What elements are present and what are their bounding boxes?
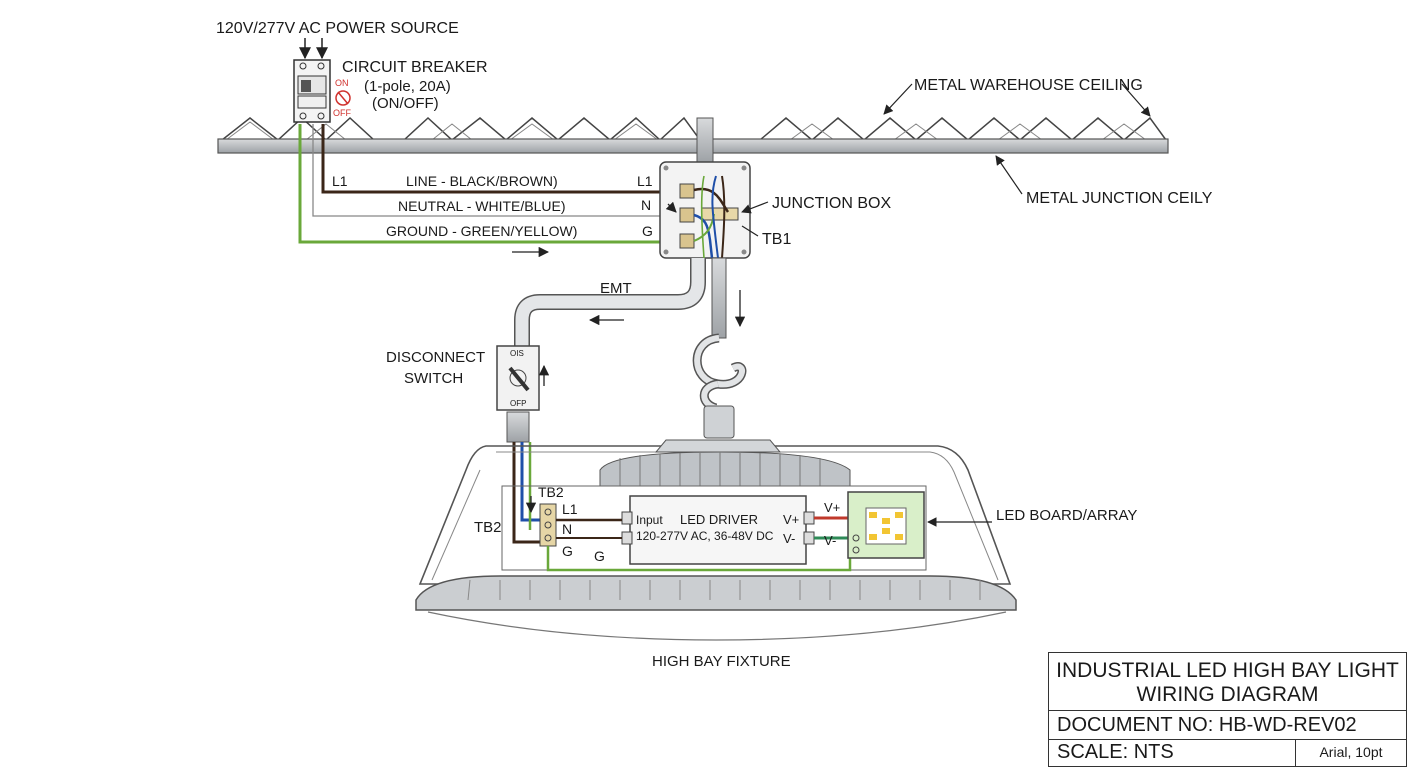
breaker-on-label: ON (335, 78, 349, 88)
line-wire-label: LINE - BLACK/BROWN) (406, 173, 558, 189)
driver-title: LED DRIVER (680, 512, 758, 527)
title-block: INDUSTRIAL LED HIGH BAY LIGHT WIRING DIA… (1048, 652, 1407, 767)
disconnect-label-1: DISCONNECT (386, 349, 485, 366)
led-board[interactable] (847, 491, 925, 559)
drawing-title-line-2: WIRING DIAGRAM (1136, 683, 1319, 706)
g-term-label: G (642, 223, 653, 239)
drawing-title-line-1: INDUSTRIAL LED HIGH BAY LIGHT (1056, 659, 1399, 682)
ceiling-truss (217, 116, 1169, 154)
ground-wire (298, 124, 680, 244)
driver-input-label: Input (636, 513, 663, 527)
emt-label: EMT (600, 280, 632, 297)
tb2-n-label: N (562, 521, 572, 537)
switch-on-label: OIS (510, 349, 524, 358)
hanging-rod (692, 257, 747, 439)
line-wire (321, 124, 680, 194)
font-note: Arial, 10pt (1319, 744, 1383, 760)
junction-box[interactable] (659, 117, 751, 259)
circuit-breaker[interactable] (293, 59, 331, 123)
breaker-title: CIRCUIT BREAKER (342, 59, 488, 76)
driver-spec: 120-277V AC, 36-48V DC (636, 529, 774, 543)
tb2-top-label: TB2 (538, 484, 564, 500)
driver-v-plus-label: V+ (783, 512, 799, 527)
tb2-g-label: G (562, 543, 573, 559)
power-source-label: 120V/277V AC POWER SOURCE (216, 20, 459, 37)
junction-box-label: JUNCTION BOX (772, 195, 891, 212)
neutral-wire (312, 124, 680, 217)
scale-field: SCALE: NTS (1049, 740, 1296, 766)
tb1-terminal-block (701, 207, 739, 221)
tb1-label: TB1 (762, 231, 791, 248)
breaker-off-label: OFF (333, 108, 351, 118)
tb2-l1-label: L1 (562, 501, 578, 517)
board-v-minus-label: V- (824, 533, 836, 548)
tb2-terminal-block[interactable] (539, 503, 557, 547)
power-input-arrows (299, 38, 328, 60)
ground-wire-label: GROUND - GREEN/YELLOW) (386, 223, 577, 239)
l1-left-label: L1 (332, 173, 348, 189)
document-number: DOCUMENT NO: HB-WD-REV02 (1049, 711, 1406, 740)
switch-off-label: OFP (510, 399, 526, 408)
driver-v-minus-label: V- (783, 531, 795, 546)
board-v-plus-label: V+ (824, 500, 840, 515)
driver-output-wires (814, 516, 852, 540)
driver-input-wires (546, 518, 852, 572)
led-board-label: LED BOARD/ARRAY (996, 507, 1137, 524)
breaker-state: (ON/OFF) (372, 95, 439, 112)
leader-lines (512, 83, 1151, 527)
ceiling-beam (217, 138, 1169, 154)
g-lower-label: G (594, 548, 605, 564)
n-term-label: N (641, 197, 651, 213)
tb2-left-label: TB2 (474, 519, 502, 536)
drawing-title: INDUSTRIAL LED HIGH BAY LIGHT WIRING DIA… (1049, 653, 1406, 711)
fixture-label: HIGH BAY FIXTURE (652, 653, 791, 670)
breaker-rating: (1-pole, 20A) (364, 78, 451, 95)
emt-conduit (514, 258, 706, 348)
breaker-state-icon (335, 90, 351, 106)
ceiling-label: METAL WAREHOUSE CEILING (914, 77, 1143, 94)
high-bay-fixture (415, 439, 1017, 641)
junction-ceiling-label: METAL JUNCTION CEILY (1026, 190, 1213, 207)
led-driver[interactable] (621, 495, 815, 565)
disconnect-switch[interactable] (496, 345, 540, 443)
l1-right-label: L1 (637, 173, 653, 189)
neutral-wire-label: NEUTRAL - WHITE/BLUE) (398, 198, 566, 214)
disconnect-label-2: SWITCH (404, 370, 463, 387)
